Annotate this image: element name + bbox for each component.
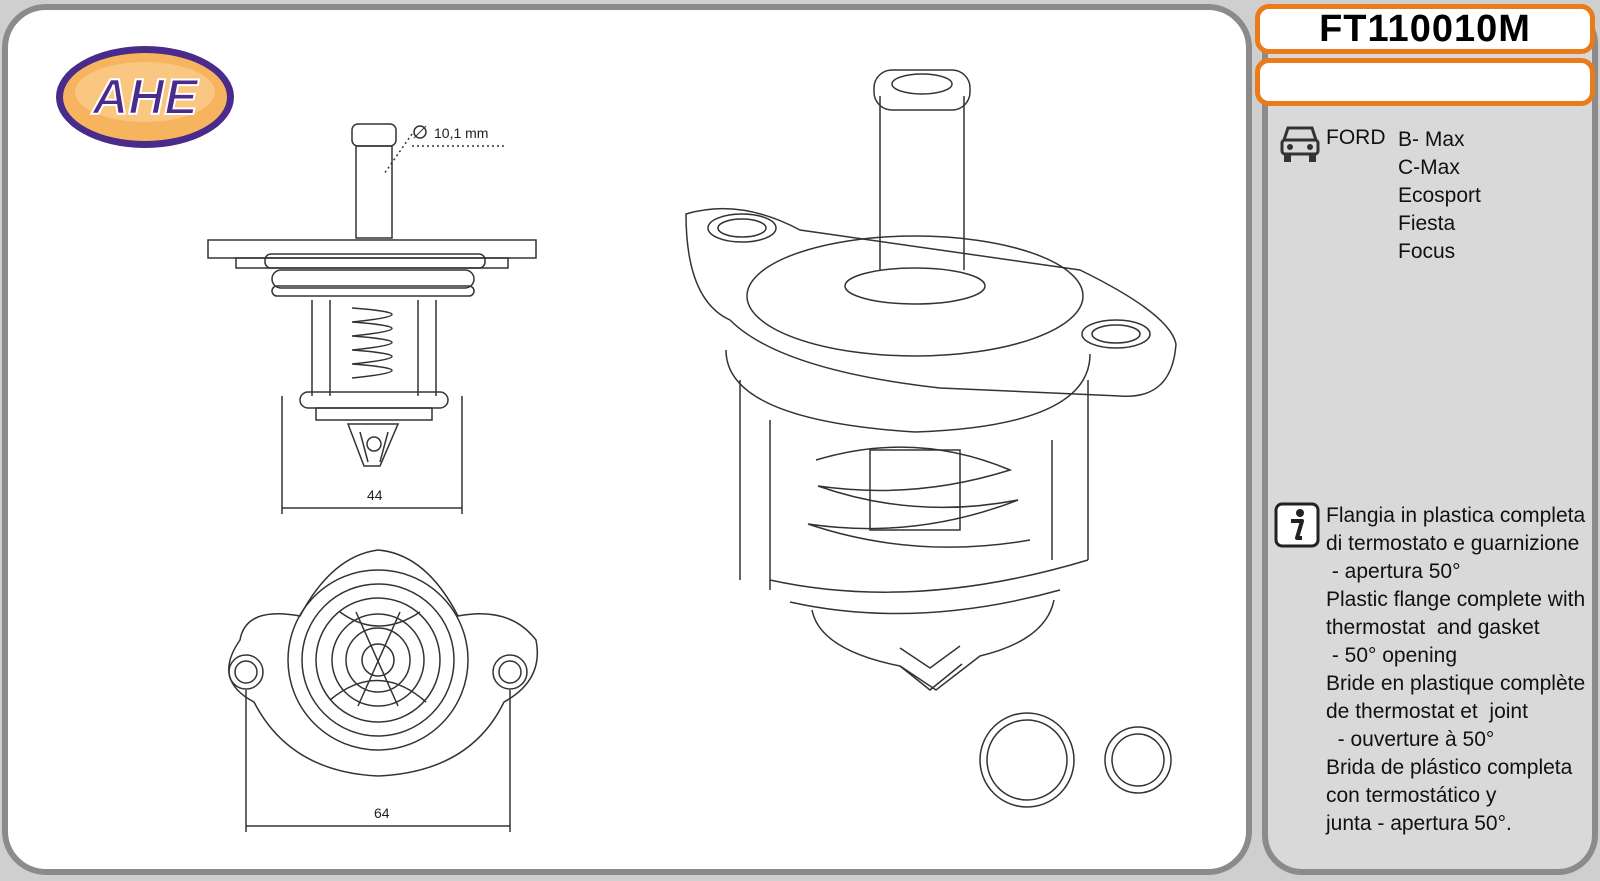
description-line: Bride en plastique complète bbox=[1326, 672, 1586, 695]
width-side-label: 44 bbox=[367, 487, 383, 503]
technical-drawing: 10,1 mm 44 64 bbox=[207, 69, 1177, 832]
description-line: Plastic flange complete with bbox=[1326, 588, 1586, 611]
description-lines: Flangia in plastica completa di termosta… bbox=[1326, 502, 1598, 838]
description-line: di termostato e guarnizione bbox=[1326, 532, 1580, 555]
description-line: de thermostat et joint bbox=[1326, 700, 1528, 723]
description-line: junta - apertura 50°. bbox=[1326, 812, 1512, 835]
product-code-box: FT110010M bbox=[1255, 4, 1595, 54]
ahe-logo: AHE bbox=[56, 46, 234, 148]
vehicle-model: Ecosport bbox=[1398, 184, 1481, 207]
logo-text: AHE bbox=[90, 69, 199, 125]
description-line: Flangia in plastica completa bbox=[1326, 504, 1586, 527]
diameter-label: 10,1 mm bbox=[434, 125, 488, 141]
perspective-view bbox=[685, 69, 1177, 808]
product-code: FT110010M bbox=[1319, 7, 1531, 50]
description-line: - 50° opening bbox=[1326, 644, 1457, 667]
vehicle-model: B- Max bbox=[1398, 128, 1465, 151]
vehicle-model: Focus bbox=[1398, 240, 1456, 263]
info-icon bbox=[1274, 502, 1320, 548]
description-line: thermostat and gasket bbox=[1326, 616, 1540, 639]
drawing-panel bbox=[2, 4, 1252, 875]
side-view bbox=[207, 123, 537, 514]
secondary-code-box bbox=[1255, 58, 1595, 106]
vehicle-model: Fiesta bbox=[1398, 212, 1456, 235]
description-line: - apertura 50° bbox=[1326, 560, 1461, 583]
description-line: Brida de plástico completa bbox=[1326, 756, 1573, 779]
top-view bbox=[228, 549, 538, 832]
car-front-icon bbox=[1280, 126, 1320, 162]
vehicle-models: B- Max C-Max Ecosport Fiesta Focus bbox=[1398, 126, 1481, 266]
description-line: - ouverture à 50° bbox=[1326, 728, 1495, 751]
description-line: con termostático y bbox=[1326, 784, 1497, 807]
vehicle-make: FORD bbox=[1326, 126, 1386, 149]
width-top-label: 64 bbox=[374, 805, 390, 821]
vehicle-model: C-Max bbox=[1398, 156, 1460, 179]
